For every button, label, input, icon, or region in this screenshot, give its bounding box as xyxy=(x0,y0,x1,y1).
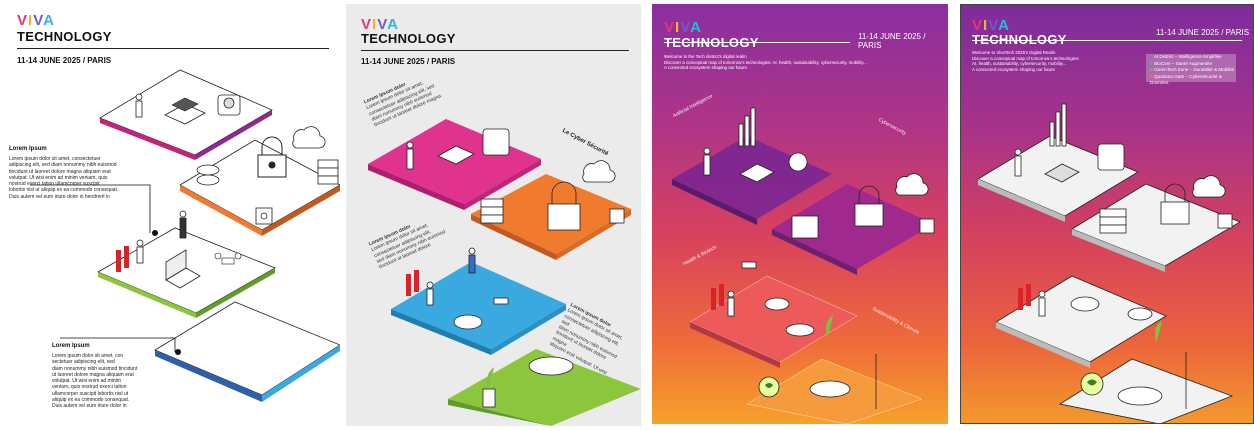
section-heading: Lorem Ipsum xyxy=(9,146,47,152)
server-icon xyxy=(196,159,339,186)
lock-icon xyxy=(547,203,581,231)
gear-icon xyxy=(255,207,273,225)
test-tube-icon xyxy=(116,246,129,272)
divider xyxy=(17,48,329,49)
robot-icon xyxy=(482,128,510,156)
intro-text: Welcome to the Tech district's digital r… xyxy=(664,54,867,71)
ai-chip-icon xyxy=(738,123,744,147)
poster-panel-1: VIVA TECHNOLOGY 11-14 JUNE 2025 / PARIS xyxy=(0,0,340,431)
cloud-icon xyxy=(582,160,616,183)
microscope-icon xyxy=(1127,307,1153,321)
microscope-icon xyxy=(453,314,483,330)
gear-icon xyxy=(1217,213,1233,229)
cloud-icon xyxy=(1192,175,1226,198)
laptop-icon xyxy=(165,249,201,289)
event-date: 11-14 JUNE 2025 / PARIS xyxy=(17,56,112,65)
robot-icon xyxy=(1097,143,1125,171)
intro-text: Welcome to VivaTech 2025's Digital Realm… xyxy=(972,50,1080,72)
legend-item: ■ Quantum Gate – Cybersécurité & Données xyxy=(1150,73,1222,86)
poster-panel-2: VIVA TECHNOLOGY 11-14 JUNE 2025 / PARIS xyxy=(346,4,641,426)
isometric-illustration xyxy=(977,103,1241,424)
illustration-icons xyxy=(116,93,339,289)
test-tube-icon xyxy=(406,274,411,296)
viva-logo: VIVA xyxy=(361,16,399,33)
divider xyxy=(972,40,1242,41)
plant-icon xyxy=(528,356,574,376)
plant-icon xyxy=(825,315,833,337)
section-heading: Lorem Ipsum xyxy=(52,343,90,349)
technology-title: TECHNOLOGY xyxy=(361,31,456,46)
isometric-illustration xyxy=(30,69,340,402)
microscope-icon xyxy=(785,323,815,337)
event-date: 11-14 JUNE 2025 / PARIS xyxy=(361,57,456,66)
plant-icon xyxy=(486,367,494,389)
dna-icon xyxy=(1070,296,1100,312)
scientist-icon xyxy=(1038,290,1046,298)
ai-chip-icon xyxy=(437,145,475,165)
viva-logo: VIVA xyxy=(664,19,702,36)
scientist-icon xyxy=(1014,148,1022,156)
lock-icon xyxy=(257,136,287,178)
section-body: Lorem ipsum dolor sit amet, consectetuer… xyxy=(9,156,119,200)
scientist-icon xyxy=(406,141,414,149)
lock-icon xyxy=(854,203,884,227)
drone-icon xyxy=(741,261,757,269)
isometric-illustration xyxy=(672,107,935,424)
poster-panel-4: VIVA TECHNOLOGY 11-14 JUNE 2025 / PARIS … xyxy=(960,4,1254,424)
robot-icon xyxy=(217,94,241,116)
test-tube-icon xyxy=(1018,288,1023,310)
server-icon xyxy=(480,198,504,208)
technology-title: TECHNOLOGY xyxy=(17,29,112,44)
drone-icon xyxy=(493,297,509,305)
lock-icon xyxy=(1160,201,1190,225)
gear-icon xyxy=(919,218,935,234)
cloud-icon xyxy=(292,126,326,149)
technology-title: TECHNOLOGY xyxy=(972,32,1067,47)
server-icon xyxy=(791,215,819,239)
plant-icon xyxy=(1154,320,1162,342)
legend-item: ■ GreenTech Zone – Durabilité & Mobilité xyxy=(1150,67,1235,72)
isometric-illustration xyxy=(368,119,641,426)
drone-icon xyxy=(214,252,242,265)
plant-icon xyxy=(1117,386,1163,406)
plant-icon xyxy=(809,380,851,398)
event-date: 11-14 JUNE 2025 / PARIS xyxy=(1156,28,1250,37)
legend-item: ■ BioCore – Santé Augmentée xyxy=(1150,60,1213,66)
scientist-icon xyxy=(135,93,143,118)
ai-chip-icon xyxy=(164,97,206,125)
ai-chip-icon xyxy=(1049,121,1055,147)
robot-icon xyxy=(788,152,808,172)
dna-icon xyxy=(764,297,790,311)
poster-panel-3: VIVA TECHNOLOGY 11-14 JUNE 2025 / PARIS … xyxy=(652,4,948,424)
viva-logo: VIVA xyxy=(17,12,55,29)
server-icon xyxy=(1099,208,1127,218)
viva-logo: VIVA xyxy=(972,17,1010,34)
scientist-icon xyxy=(703,147,711,155)
legend-item: ■ AI District – Intelligence Amplifiée xyxy=(1150,54,1222,59)
legend: ■ AI District – Intelligence Amplifiée ■… xyxy=(1146,54,1236,85)
scientist-icon xyxy=(136,210,187,264)
divider xyxy=(664,42,850,43)
scientist-icon xyxy=(468,247,476,255)
divider xyxy=(361,50,629,51)
gear-icon xyxy=(609,208,625,224)
scientist-icon xyxy=(727,290,735,298)
cloud-icon xyxy=(895,173,929,196)
event-date: 11-14 JUNE 2025 / PARIS xyxy=(858,32,926,50)
test-tube-icon xyxy=(711,288,716,310)
